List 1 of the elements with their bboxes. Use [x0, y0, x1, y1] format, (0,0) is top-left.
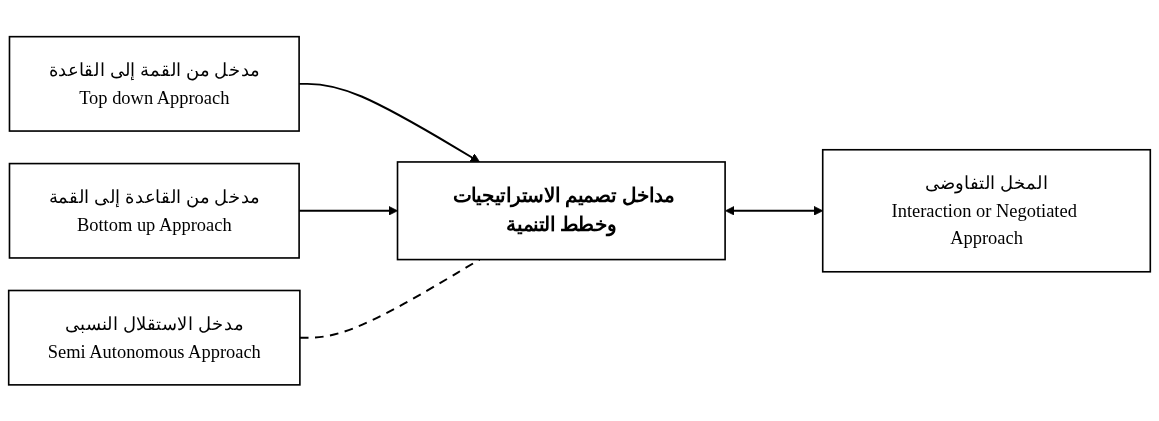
node-box: مداخل تصميم الاستراتيجيات وخطط التنمية	[396, 160, 726, 261]
